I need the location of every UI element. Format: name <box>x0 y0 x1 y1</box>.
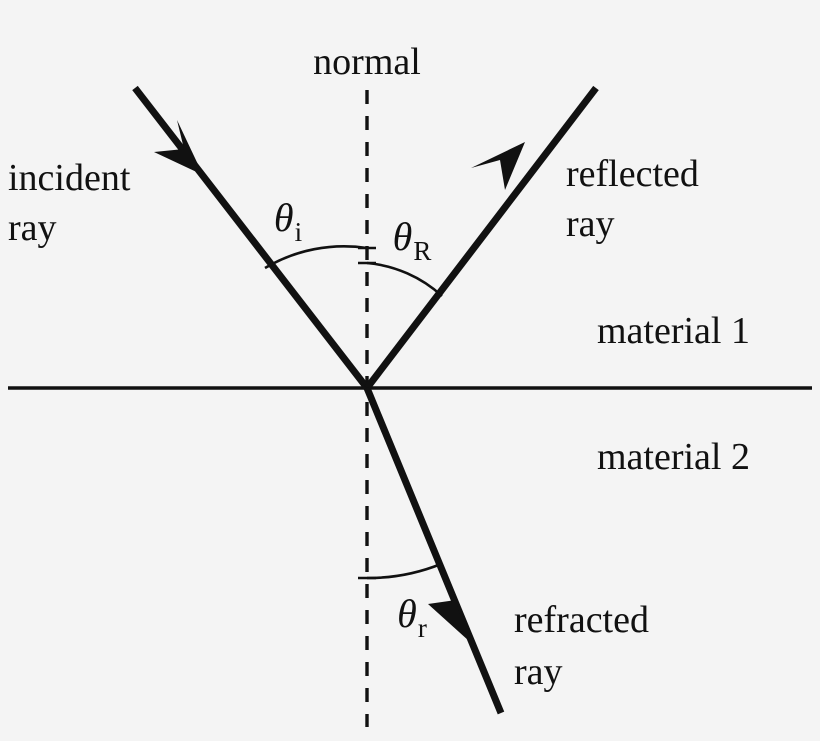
refracted-ray-label-line2: ray <box>514 651 563 693</box>
reflected-ray-line <box>364 85 599 391</box>
material-1-label: material 1 <box>597 310 750 352</box>
refracted-ray-line <box>363 386 505 715</box>
normal-label: normal <box>313 41 421 83</box>
reflected-angle-symbol: θ <box>393 214 413 259</box>
reflected-ray-label-line2: ray <box>566 203 615 245</box>
incident-ray-arrow-icon <box>154 120 203 175</box>
incident-ray-label-line2: ray <box>8 207 57 249</box>
incident-angle-symbol: θ <box>274 195 294 240</box>
incident-angle-label: θi <box>274 195 302 247</box>
refracted-ray-arrow-icon <box>428 573 469 641</box>
material-2-label: material 2 <box>597 436 750 478</box>
incident-angle-subscript: i <box>295 217 303 247</box>
reflected-ray-arrow-icon <box>471 142 525 190</box>
reflected-ray-label-line1: reflected <box>566 153 699 195</box>
incident-ray-line <box>132 85 370 391</box>
reflected-angle-subscript: R <box>413 236 431 266</box>
incident-angle-arc <box>264 245 368 270</box>
refracted-angle-symbol: θ <box>397 591 417 636</box>
refracted-angle-arc <box>366 562 442 580</box>
reflected-angle-label: θR <box>393 214 432 266</box>
incident-ray-label-line1: incident <box>8 157 131 199</box>
refracted-angle-subscript: r <box>418 613 427 643</box>
reflected-angle-arc <box>366 261 443 297</box>
refracted-angle-label: θr <box>397 591 427 643</box>
refracted-ray-label-line1: refracted <box>514 599 649 641</box>
